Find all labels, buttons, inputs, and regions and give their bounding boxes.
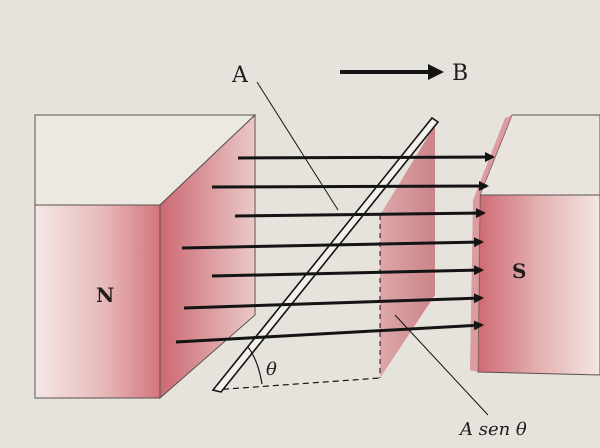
field-line [181,237,484,250]
area-pointer-line [256,81,339,211]
area-label: A [231,63,249,88]
south-pole-label: S [512,259,526,283]
north-pole-label: N [96,283,114,307]
field-line [237,152,495,163]
field-line [183,293,484,310]
south-magnet [470,114,600,376]
projected-area-label: A sen θ [458,419,527,440]
angle-arc [247,346,263,385]
field-lines [175,152,495,344]
field-line [234,208,486,219]
projected-plane [380,125,435,378]
field-direction-arrowhead [428,64,444,80]
angle-label: θ [266,359,277,380]
loop-base-dashed [212,377,381,391]
north-magnet [34,113,257,400]
field-line [211,265,484,278]
field-line [211,181,489,192]
projected-area-pointer-line [394,314,489,416]
field-line [175,320,484,344]
field-label: B [452,61,468,86]
south-magnet-face [477,194,600,376]
south-magnet-top [479,114,600,196]
